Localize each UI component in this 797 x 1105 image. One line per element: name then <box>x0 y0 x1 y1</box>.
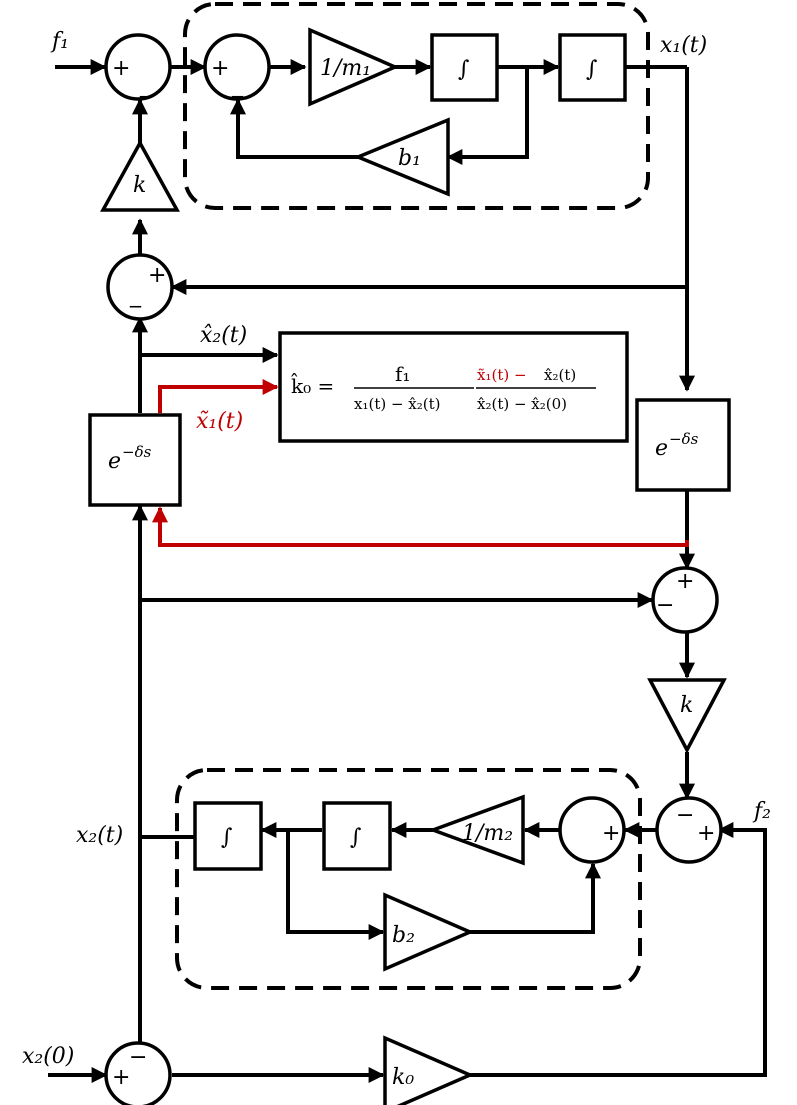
signal-f2-label: f₂ <box>752 799 771 824</box>
integrator-2-label: ∫ <box>586 57 598 82</box>
sum-junction-1 <box>104 33 172 101</box>
delay-right-exponent: −δs <box>669 430 699 448</box>
sign-minus: − <box>656 593 674 618</box>
gain-b1-label: b₁ <box>398 146 421 171</box>
sum-junction-6 <box>558 796 626 864</box>
sign-plus: + <box>112 56 130 81</box>
signal-x2hat-label: x̂₂(t) <box>200 323 247 348</box>
delay-left-base: e <box>108 449 121 474</box>
gain-k0-label: k₀ <box>392 1065 414 1090</box>
gain-k-mid <box>647 678 727 754</box>
junction-signs: + _ + _ + _ + − − + + _ − + <box>112 56 715 1090</box>
gain-k-top-label: k <box>133 173 146 198</box>
estimator-formula: k̂₀ = f₁ x₁(t) − x̂₂(t) x̃₁(t) − x̂₂(t) … <box>290 362 596 413</box>
signal-f1-label: f₁ <box>50 29 69 54</box>
gain-inv-m2 <box>427 794 525 866</box>
formula-frac2-numerator-red: x̃₁(t) − <box>477 366 527 384</box>
signal-x2-label: x₂(t) <box>76 823 123 848</box>
gain-b1 <box>353 117 450 197</box>
sign-minus: _ <box>231 73 244 98</box>
integrator-1 <box>430 33 499 102</box>
signal-x1tilde-label: x̃₁(t) <box>196 409 243 434</box>
gain-k-top <box>100 139 180 212</box>
gain-k0 <box>383 1035 475 1105</box>
gain-inv-m2-label: 1/m₂ <box>462 821 513 846</box>
sign-minus: _ <box>139 73 152 98</box>
formula-frac1-denominator: x₁(t) − x̂₂(t) <box>354 395 441 413</box>
mass1-subsystem-box <box>183 2 650 210</box>
sign-minus: _ <box>581 838 594 863</box>
gain-b2-label: b₂ <box>392 923 415 948</box>
sign-minus: − <box>676 803 694 828</box>
gain-k-mid-label: k <box>680 693 693 718</box>
delay-block-right <box>635 398 731 492</box>
delay-right-base: e <box>655 436 668 461</box>
sum-junction-2 <box>203 33 271 101</box>
sum-junction-5 <box>655 796 723 864</box>
mass2-subsystem-box <box>175 768 642 990</box>
sign-plus: + <box>602 821 620 846</box>
wires <box>48 59 767 1083</box>
integrator-4 <box>193 801 263 871</box>
sign-plus: + <box>148 263 166 288</box>
sum-junction-4 <box>651 566 719 634</box>
delay-block-left <box>88 413 182 507</box>
gain-b2 <box>383 892 475 972</box>
gain-inv-m1 <box>308 27 400 107</box>
sign-plus: + <box>676 569 694 594</box>
integrator-2 <box>558 33 627 102</box>
sum-junction-3 <box>106 253 174 321</box>
sign-plus: + <box>112 1065 130 1090</box>
integrator-3 <box>322 801 392 871</box>
sign-plus: + <box>697 821 715 846</box>
sign-minus: − <box>129 1045 147 1070</box>
highlight-wires <box>152 379 689 547</box>
formula-frac2-numerator: x̂₂(t) <box>544 366 576 384</box>
gain-inv-m1-label: 1/m₁ <box>320 56 371 81</box>
signal-x1-label: x₁(t) <box>660 33 707 58</box>
sign-minus: _ <box>129 283 142 308</box>
delay-left-exponent: −δs <box>122 443 152 461</box>
estimator-formula-box <box>278 331 629 443</box>
integrator-4-label: ∫ <box>221 825 233 850</box>
formula-frac2-denominator: x̂₂(t) − x̂₂(0) <box>477 395 567 413</box>
sign-plus: + <box>211 56 229 81</box>
signal-x2-initial-label: x₂(0) <box>22 1044 74 1069</box>
integrator-1-label: ∫ <box>458 57 470 82</box>
sum-junction-7 <box>104 1041 172 1105</box>
formula-frac1-numerator: f₁ <box>395 362 410 386</box>
integrator-3-label: ∫ <box>350 825 362 850</box>
formula-lhs: k̂₀ = <box>290 372 334 398</box>
